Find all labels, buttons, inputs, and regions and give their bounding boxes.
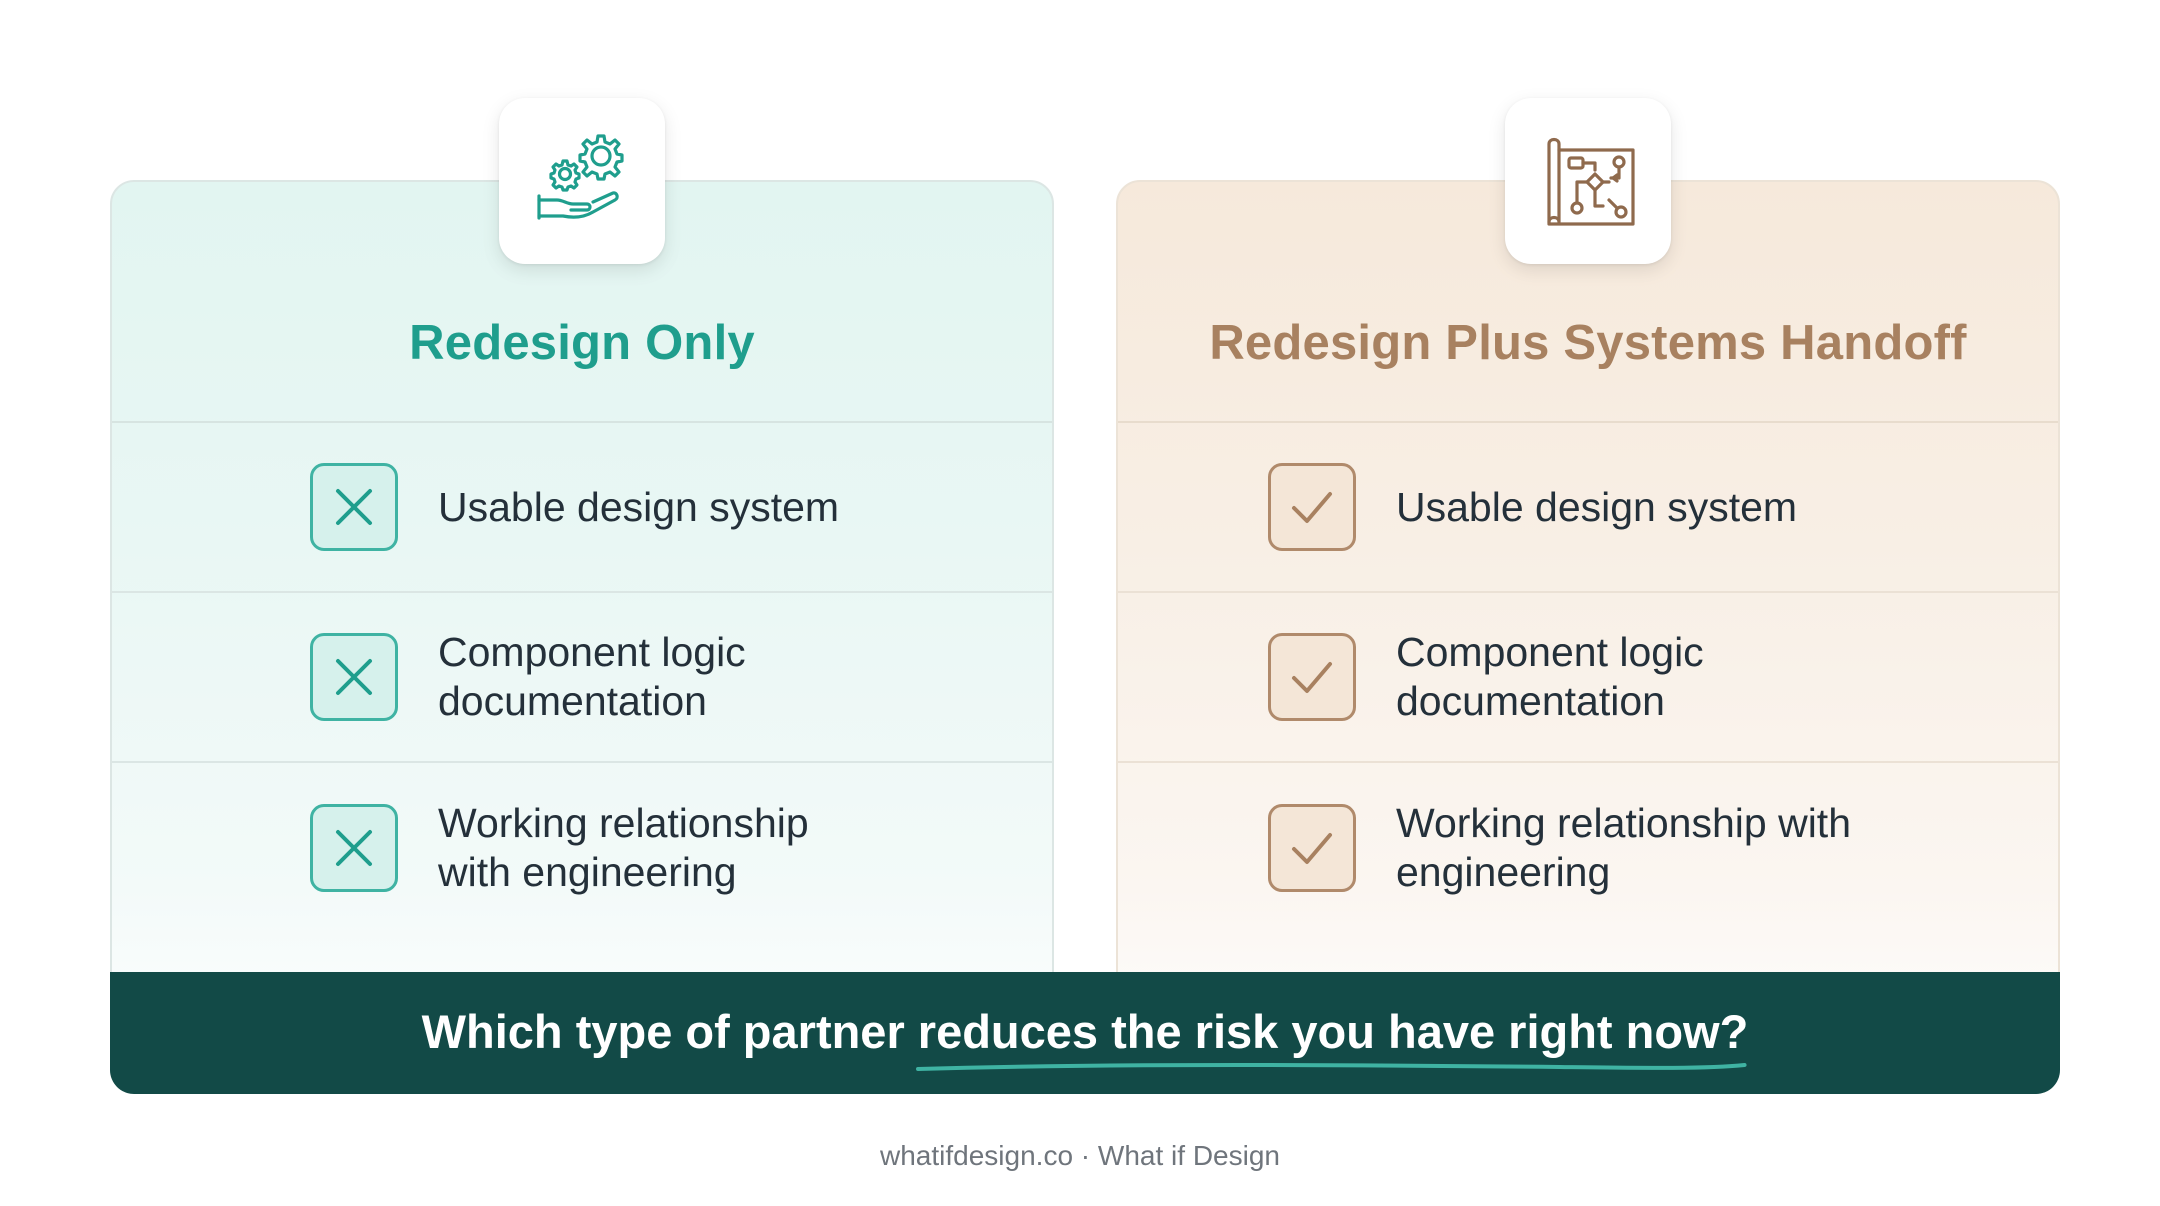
comparison-row: Working relationship with engineering — [1118, 763, 2058, 933]
row-label: Working relationship with engineering — [438, 800, 809, 895]
comparison-row: Working relationship with engineering — [112, 763, 1052, 933]
redesign-only-header: Redesign Only — [112, 182, 1052, 423]
redesign-plus-handoff-header: Redesign Plus Systems Handoff — [1118, 182, 2058, 423]
comparison-row: Usable design system — [112, 423, 1052, 593]
gears-in-hand-icon — [499, 98, 665, 264]
banner-question-plain: Which type of partner — [421, 1004, 918, 1058]
redesign-only-card: Redesign Only Usable design system Compo… — [110, 180, 1054, 1090]
redesign-only-title: Redesign Only — [409, 316, 755, 370]
blueprint-flowchart-icon — [1505, 98, 1671, 264]
check-icon — [1268, 633, 1356, 721]
comparison-row: Component logic documentation — [1118, 593, 2058, 763]
row-label: Component logic documentation — [1396, 629, 1704, 724]
banner-question-highlight: reduces the risk you have right now? — [915, 1004, 1749, 1071]
footer-credit: whatifdesign.co · What if Design — [880, 1140, 1280, 1171]
underline-swoosh — [915, 1062, 1747, 1071]
comparison-row: Usable design system — [1118, 423, 2058, 593]
x-icon — [310, 463, 398, 551]
redesign-plus-handoff-title: Redesign Plus Systems Handoff — [1209, 316, 1967, 370]
row-label: Usable design system — [438, 483, 840, 530]
check-icon — [1268, 463, 1356, 551]
check-icon — [1268, 804, 1356, 892]
x-icon — [310, 633, 398, 721]
row-label: Working relationship with engineering — [1396, 800, 1852, 895]
row-label: Usable design system — [1396, 483, 1798, 530]
banner-question: Which type of partner reduces the risk y… — [421, 1004, 1749, 1071]
row-label: Component logic documentation — [438, 629, 746, 724]
question-banner: Which type of partner reduces the risk y… — [110, 972, 2060, 1094]
banner-question-highlight-text: reduces the risk you have right now? — [917, 1004, 1749, 1058]
comparison-row: Component logic documentation — [112, 593, 1052, 763]
redesign-plus-handoff-card: Redesign Plus Systems Handoff Usable des… — [1116, 180, 2060, 1090]
x-icon — [310, 804, 398, 892]
